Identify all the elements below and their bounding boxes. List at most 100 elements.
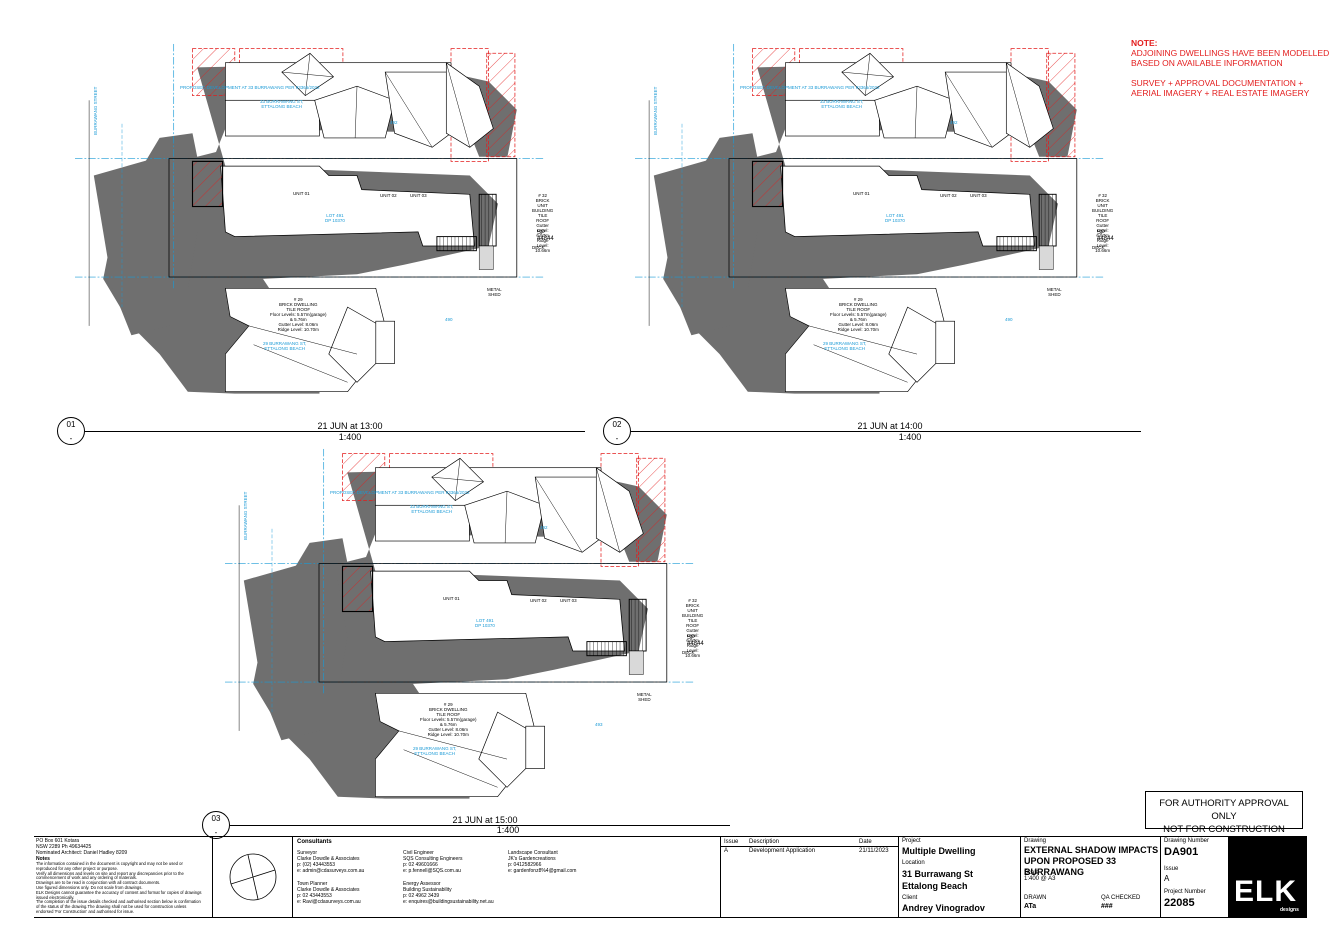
note-text: The information contained in the documen… bbox=[36, 861, 183, 866]
east-info-line: BRICK UNIT BUILDING bbox=[1092, 198, 1114, 213]
north-address-line: ETTALONG BEACH bbox=[821, 104, 863, 109]
south-info-line: TILE ROOF bbox=[846, 307, 871, 312]
consultants-heading: Consultants bbox=[297, 839, 332, 845]
consultant-name: JK's Gardencreations bbox=[508, 856, 556, 862]
qa-value: ### bbox=[1101, 903, 1113, 910]
drawing-label: Drawing bbox=[1024, 838, 1047, 844]
note-text: of the status of the drawing.The drawing… bbox=[36, 904, 187, 910]
logo-sub: designs bbox=[1280, 907, 1299, 913]
consultant-email: e: p.fennell@SQS.com.au bbox=[403, 868, 461, 874]
south-info-line: Gutter Level: 8.06m bbox=[278, 322, 319, 327]
east-info-line: Gutter Level: 6.57m bbox=[536, 223, 549, 238]
east-info-line: TILE ROOF bbox=[536, 213, 550, 223]
south-info-line: TILE ROOF bbox=[436, 712, 461, 717]
dp-label: DP 10370 bbox=[325, 218, 345, 223]
consultant-role: Energy Assessor bbox=[403, 881, 441, 887]
date-header: Date bbox=[859, 839, 872, 845]
note-text: Verify all dimensions and levels on site… bbox=[36, 870, 184, 876]
consultant-phone: p: 02 43443553 bbox=[297, 893, 332, 899]
view-marker-01: 01 - bbox=[57, 417, 85, 445]
south-address-line: 29 BURRAWANG ST, bbox=[823, 341, 867, 346]
shed-label: METAL bbox=[487, 287, 502, 292]
north-address-line: 33 BURRAWANG ST, bbox=[820, 99, 864, 104]
north-lot-number: 492 bbox=[950, 120, 958, 125]
office-line: NSW 2289 Ph 49634425 bbox=[36, 844, 92, 850]
unit-02-label: UNIT 02 bbox=[530, 598, 547, 603]
unit-03-label: UNIT 03 bbox=[970, 193, 987, 198]
plan-labels-1: PROPOSED DEVELOPMENT AT 33 BURRAWANG PER… bbox=[75, 35, 554, 410]
shed-label: SHED bbox=[488, 292, 501, 297]
project-number-label: Project Number bbox=[1164, 889, 1206, 895]
shed-label: METAL bbox=[1047, 287, 1062, 292]
office-line: PO Box 601 Kotara bbox=[36, 838, 80, 844]
shed-label: SHED bbox=[1048, 292, 1061, 297]
view-marker-03: 03 - bbox=[202, 811, 230, 839]
south-address-line: ETTALONG BEACH bbox=[824, 346, 866, 351]
notes-heading: Notes bbox=[36, 856, 50, 862]
elk-logo: ELK designs bbox=[1228, 837, 1307, 917]
south-lot-number: 490 bbox=[1005, 317, 1013, 322]
south-address-line: ETTALONG BEACH bbox=[414, 751, 456, 756]
view-underline bbox=[85, 431, 585, 432]
issue-register: Issue Description Date A Development App… bbox=[720, 837, 899, 917]
view-scale-02: 1:400 bbox=[898, 432, 922, 442]
consultant-name: SQS Consulting Engineers bbox=[403, 856, 463, 862]
note-text: issued electronically. bbox=[36, 894, 75, 900]
east-info-line: # 32 bbox=[688, 598, 698, 603]
view-underline bbox=[631, 431, 1141, 432]
note-text: The completion of the issue details chec… bbox=[36, 899, 201, 905]
deck-label: DECK bbox=[532, 245, 545, 250]
north-lot-number: 492 bbox=[390, 120, 398, 125]
location-line: Ettalong Beach bbox=[902, 881, 968, 891]
consultant-phone: p: 02 4962 3439 bbox=[403, 893, 440, 899]
south-address-line: 29 BURRAWANG ST, bbox=[263, 341, 307, 346]
strata-plan-label: SP 44844 bbox=[687, 635, 704, 647]
south-info-line: # 29 bbox=[853, 297, 863, 302]
authority-approval-stamp: FOR AUTHORITY APPROVAL ONLY NOT FOR CONS… bbox=[1145, 791, 1303, 835]
south-info-line: Gutter Level: 8.06m bbox=[428, 727, 469, 732]
east-info-line: Ridge Level: 10.66m bbox=[685, 643, 701, 658]
unit-01-label: UNIT 01 bbox=[853, 191, 870, 196]
title-block: PO Box 601 Kotara NSW 2289 Ph 49634425 N… bbox=[34, 836, 1307, 918]
east-info-line: # 32 bbox=[538, 193, 548, 198]
east-info-line: # 32 bbox=[1098, 193, 1108, 198]
view-sub: - bbox=[69, 434, 73, 443]
south-info-line: Floor Levels: 5.57m(garage) bbox=[830, 312, 887, 317]
proposed-dev-label: PROPOSED DEVELOPMENT AT 33 BURRAWANG PER… bbox=[330, 490, 470, 495]
dp-label: DP 10370 bbox=[885, 218, 905, 223]
north-point-cell bbox=[212, 837, 293, 917]
strata-plan-label: SP 44844 bbox=[537, 230, 554, 242]
proposed-dev-label: PROPOSED DEVELOPMENT AT 33 BURRAWANG PER… bbox=[740, 85, 880, 90]
north-address-line: 33 BURRAWANG ST, bbox=[410, 504, 454, 509]
consultant-surveyor: Surveyor Clarke Dowdle & Associates p: (… bbox=[297, 850, 397, 874]
logo-text: ELK bbox=[1234, 875, 1297, 908]
south-info-line: & 5.76m bbox=[849, 317, 867, 322]
view-scale-03: 1:400 bbox=[496, 825, 520, 835]
south-info-line: & 5.76m bbox=[289, 317, 307, 322]
consultant-planner: Town Planner Clarke Dowdle & Associates … bbox=[297, 881, 397, 905]
scale-value: 1:400 @ A3 bbox=[1024, 876, 1056, 882]
location-line: 31 Burrawang St bbox=[902, 869, 974, 879]
street-label: BURRAWANG STREET bbox=[93, 86, 98, 135]
deck-label: DECK bbox=[1092, 245, 1105, 250]
consultant-email: e: gardenfonz8%4@gmail.com bbox=[508, 868, 577, 874]
east-info-line: Ridge Level: 10.66m bbox=[1095, 238, 1111, 253]
consultant-role: Civil Engineer bbox=[403, 850, 434, 856]
north-lot-number: 492 bbox=[540, 525, 548, 530]
north-arrow-icon bbox=[229, 853, 277, 901]
consultant-phone: p: 02 49601666 bbox=[403, 862, 438, 868]
consultant-phone: p: 0412582966 bbox=[508, 862, 542, 868]
south-info-line: & 5.76m bbox=[439, 722, 457, 727]
office-line: Nominated Architect: Daniel Hadley 8209 bbox=[36, 850, 128, 856]
location-label: Location bbox=[902, 860, 925, 866]
issue-label: Issue bbox=[1164, 866, 1179, 872]
south-info-line: Ridge Level: 10.70m bbox=[427, 732, 469, 737]
unit-03-label: UNIT 03 bbox=[560, 598, 577, 603]
drawing-number-label: Drawing Number bbox=[1164, 838, 1210, 844]
view-number: 03 bbox=[211, 814, 221, 823]
consultant-civil: Civil Engineer SQS Consulting Engineers … bbox=[403, 850, 503, 874]
shed-label: METAL bbox=[637, 692, 652, 697]
lot-label: LOT 491 bbox=[326, 213, 344, 218]
project-cell: Project Multiple Dwelling Location 31 Bu… bbox=[898, 837, 1021, 917]
consultant-name: Building Sustainability bbox=[403, 887, 452, 893]
